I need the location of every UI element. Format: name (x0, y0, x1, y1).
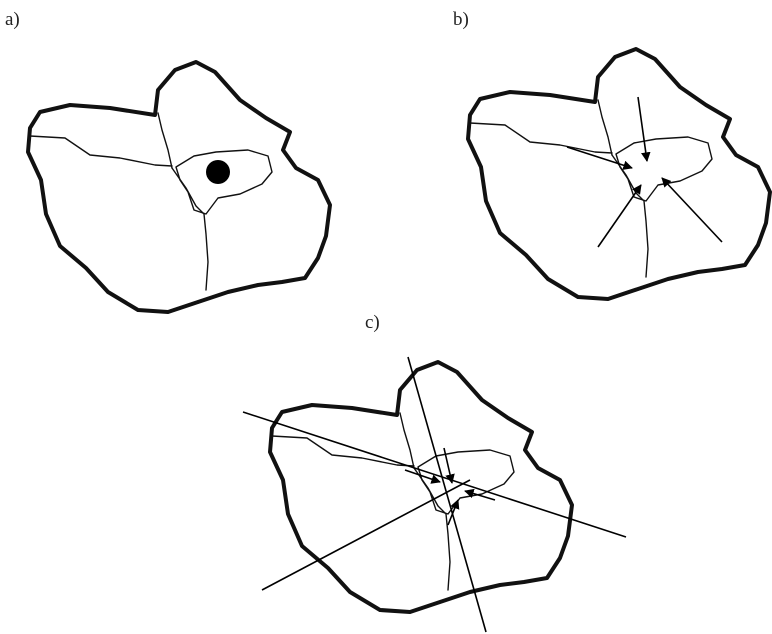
panel-c-particle (270, 362, 572, 612)
panel-b: b) (453, 9, 770, 299)
panel-c-label: c) (365, 312, 380, 333)
panel-a-inclusion-dot (206, 160, 230, 184)
panel-b-label: b) (453, 9, 469, 30)
panel-a-label: a) (5, 9, 20, 30)
panel-c: c) (243, 312, 626, 632)
panel-a-particle (28, 62, 330, 312)
panel-b-particle (468, 49, 770, 299)
panel-a: a) (5, 9, 330, 312)
